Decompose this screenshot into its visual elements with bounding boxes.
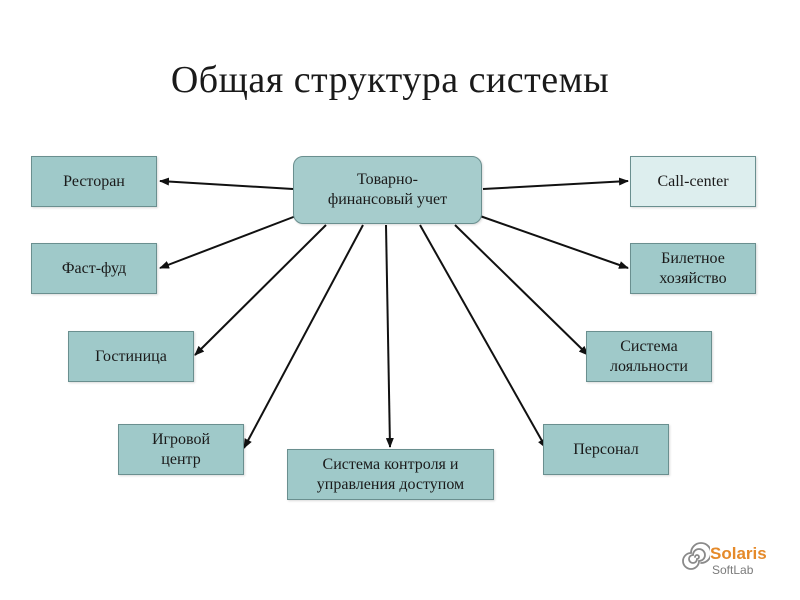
- node-hotel: Гостиница: [68, 331, 194, 382]
- node-access-control-label: Система контроля и управления доступом: [316, 455, 465, 493]
- logo-name: Solaris: [710, 544, 767, 563]
- arrow-to-hotel: [194, 224, 327, 356]
- node-fastfood-label: Фаст-фуд: [61, 259, 127, 277]
- arrow-to-game-center: [243, 224, 364, 449]
- node-loyalty-label: Система лояльности: [610, 337, 688, 375]
- arrow-to-tickets: [479, 215, 629, 269]
- diagram-title: Общая структура системы: [170, 59, 610, 101]
- arrow-to-fastfood: [159, 215, 297, 269]
- logo-sub: SoftLab: [712, 563, 754, 577]
- arrow-to-staff: [419, 224, 547, 449]
- node-call-center-label: Call-center: [657, 172, 729, 190]
- arrow-to-loyalty: [454, 224, 589, 356]
- node-loyalty: Система лояльности: [586, 331, 712, 382]
- node-restaurant: Ресторан: [31, 156, 157, 207]
- node-call-center: Call-center: [630, 156, 756, 207]
- center-node: Товарно- финансовый учет: [293, 156, 482, 224]
- node-restaurant-label: Ресторан: [63, 172, 125, 190]
- node-tickets: Билетное хозяйство: [630, 243, 756, 294]
- arrow-to-call-center: [482, 177, 629, 190]
- center-node-label: Товарно- финансовый учет: [327, 171, 448, 208]
- node-fastfood: Фаст-фуд: [31, 243, 157, 294]
- node-tickets-label: Билетное хозяйство: [659, 249, 727, 287]
- node-hotel-label: Гостиница: [95, 347, 167, 365]
- node-staff-label: Персонал: [573, 440, 639, 458]
- node-game-center: Игровой центр: [118, 424, 244, 475]
- solaris-logo: Solaris SoftLab: [680, 540, 792, 580]
- arrow-to-access-control: [385, 224, 394, 448]
- node-access-control: Система контроля и управления доступом: [287, 449, 494, 500]
- arrow-to-restaurant: [159, 177, 294, 190]
- node-game-center-label: Игровой центр: [151, 430, 211, 468]
- node-staff: Персонал: [543, 424, 669, 475]
- spiral-icon: [682, 542, 710, 570]
